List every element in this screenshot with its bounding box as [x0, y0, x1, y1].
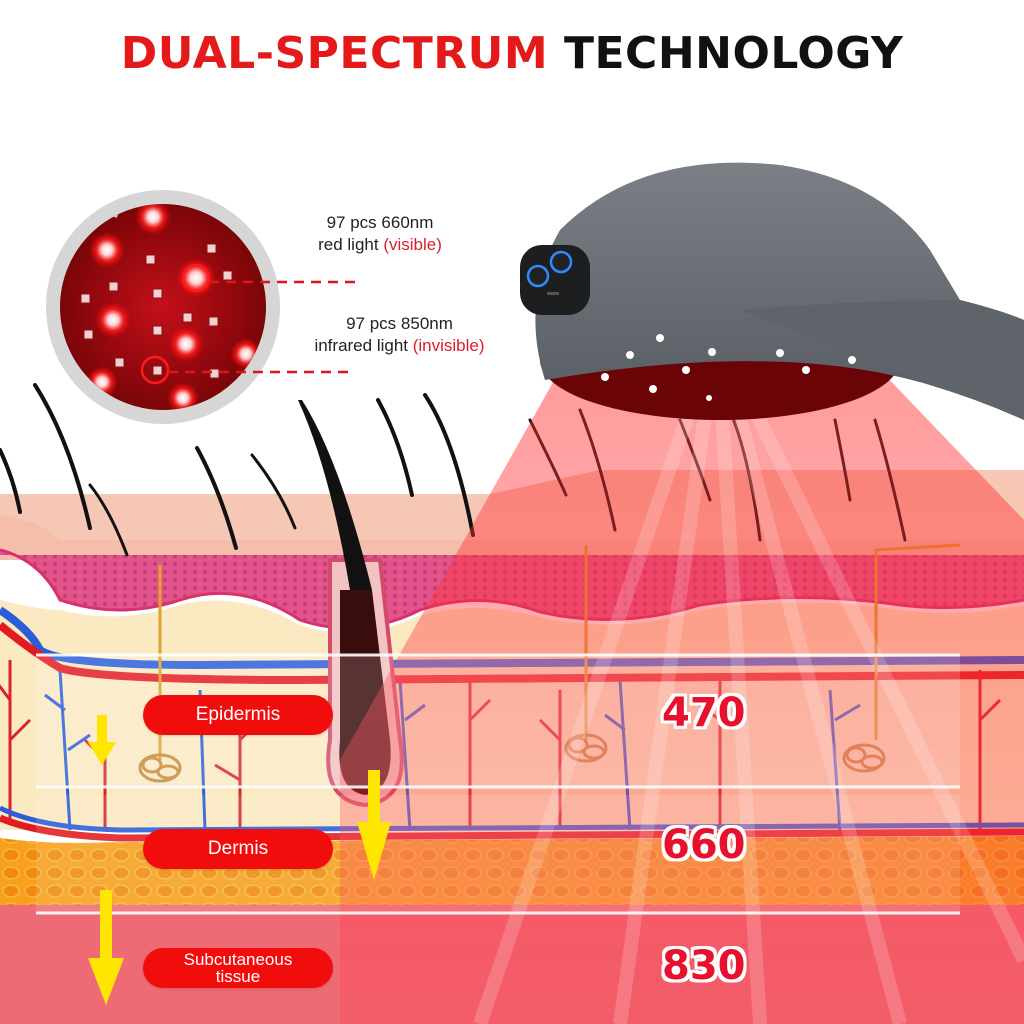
down-arrow-icon	[88, 715, 391, 1005]
page-title: DUAL-SPECTRUM TECHNOLOGY	[0, 28, 1024, 79]
led-cap-image	[520, 162, 1024, 420]
control-button-icon	[549, 250, 573, 274]
wavelength-epidermis: 470	[662, 690, 746, 736]
led-closeup-lens	[46, 190, 355, 424]
subcutaneous-line2: tissue	[215, 967, 261, 986]
wavelength-subcutaneous: 830	[662, 943, 746, 989]
control-button-icon	[526, 264, 550, 288]
infrared-light-spec: 97 pcs 850nm infrared light (invisible)	[292, 313, 507, 357]
red-light-type: red light (visible)	[295, 234, 465, 256]
red-light-spec: 97 pcs 660nm red light (visible)	[295, 212, 465, 256]
red-light-type-text: red light	[318, 235, 384, 254]
infrared-light-count: 97 pcs 850nm	[346, 314, 453, 333]
title-rest: TECHNOLOGY	[563, 28, 904, 79]
layer-label-epidermis: Epidermis	[143, 695, 333, 735]
layer-label-subcutaneous: Subcutaneous tissue	[143, 948, 333, 988]
invisible-badge: (invisible)	[412, 336, 485, 355]
red-light-count: 97 pcs 660nm	[326, 213, 434, 232]
wavelength-dermis: 660	[662, 822, 746, 868]
subcutaneous-line1: Subcutaneous	[183, 950, 293, 969]
visible-badge: (visible)	[383, 235, 442, 254]
title-highlight: DUAL-SPECTRUM	[120, 28, 549, 79]
layer-label-dermis: Dermis	[143, 829, 333, 869]
infrared-light-type: infrared light (invisible)	[292, 335, 507, 357]
infrared-light-type-text: infrared light	[314, 336, 413, 355]
